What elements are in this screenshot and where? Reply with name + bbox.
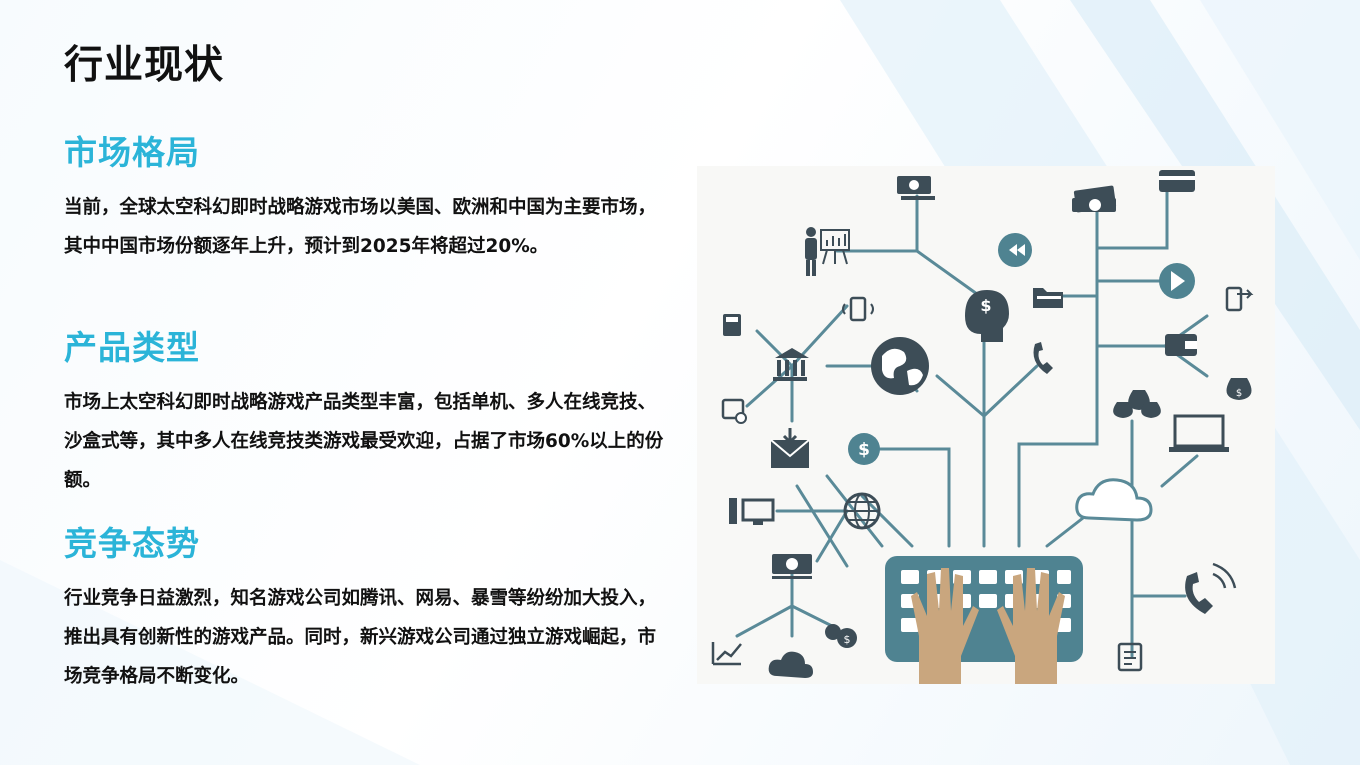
credit-card-icon bbox=[1159, 170, 1195, 192]
section-body: 市场上太空科幻即时战略游戏产品类型丰富，包括单机、多人在线竞技、沙盒式等，其中多… bbox=[64, 392, 664, 491]
section-heading: 市场格局 bbox=[64, 133, 200, 172]
envelope-download-icon bbox=[770, 428, 810, 468]
dollar-coin-icon: $ bbox=[848, 433, 880, 465]
globe-icon bbox=[871, 337, 929, 395]
svg-text:$: $ bbox=[858, 440, 870, 460]
calculator-icon bbox=[723, 314, 741, 336]
money-bill-icon bbox=[772, 554, 812, 579]
clipboard-icon bbox=[1117, 642, 1143, 672]
money-bag-icon: $ bbox=[1226, 378, 1252, 400]
dollar-head-icon: $ bbox=[965, 290, 1009, 342]
smartphone-vibrate-icon bbox=[842, 296, 874, 322]
section-body: 当前，全球太空科幻即时战略游戏市场以美国、欧洲和中国为主要市场，其中中国市场份额… bbox=[64, 197, 657, 257]
wallet-icon bbox=[1165, 334, 1197, 356]
growth-chart-icon bbox=[711, 642, 742, 666]
network-illustration: $ $ bbox=[697, 166, 1275, 684]
banknote-icon bbox=[897, 176, 935, 200]
hands-icon bbox=[911, 568, 1065, 684]
bank-icon bbox=[773, 348, 809, 381]
money-stack-icon bbox=[1072, 185, 1117, 213]
rewind-icon bbox=[998, 233, 1032, 267]
web-globe-icon bbox=[843, 492, 881, 530]
folder-icon bbox=[1033, 288, 1063, 308]
page-title: 行业现状 bbox=[64, 43, 225, 88]
section-market-landscape: 市场格局 当前，全球太空科幻即时战略游戏市场以美国、欧洲和中国为主要市场，其中中… bbox=[64, 126, 664, 266]
svg-text:$: $ bbox=[844, 633, 851, 646]
phone-icon bbox=[1033, 342, 1053, 374]
cloud-upload-icon bbox=[768, 651, 813, 678]
calendar-icon bbox=[721, 398, 747, 424]
phone-ringing-icon bbox=[1185, 562, 1237, 614]
desktop-computer-icon bbox=[729, 498, 775, 525]
svg-text:$: $ bbox=[1236, 388, 1242, 399]
section-product-types: 产品类型 市场上太空科幻即时战略游戏产品类型丰富，包括单机、多人在线竞技、沙盒式… bbox=[64, 321, 664, 500]
section-competition: 竞争态势 行业竞争日益激烈，知名游戏公司如腾讯、网易、暴雪等纷纷加大投入，推出具… bbox=[64, 517, 664, 696]
section-heading: 产品类型 bbox=[64, 328, 200, 367]
section-body: 行业竞争日益激烈，知名游戏公司如腾讯、网易、暴雪等纷纷加大投入，推出具有创新性的… bbox=[64, 588, 657, 687]
mobile-share-icon bbox=[1225, 286, 1254, 312]
laptop-icon bbox=[1169, 414, 1229, 452]
play-icon bbox=[1159, 263, 1195, 299]
presenter-icon bbox=[805, 227, 850, 276]
coins-icon: $ bbox=[825, 624, 857, 648]
svg-text:$: $ bbox=[980, 296, 991, 315]
section-heading: 竞争态势 bbox=[64, 524, 200, 563]
cloud-icon bbox=[1075, 478, 1153, 522]
money-bags-icon bbox=[1113, 390, 1161, 418]
